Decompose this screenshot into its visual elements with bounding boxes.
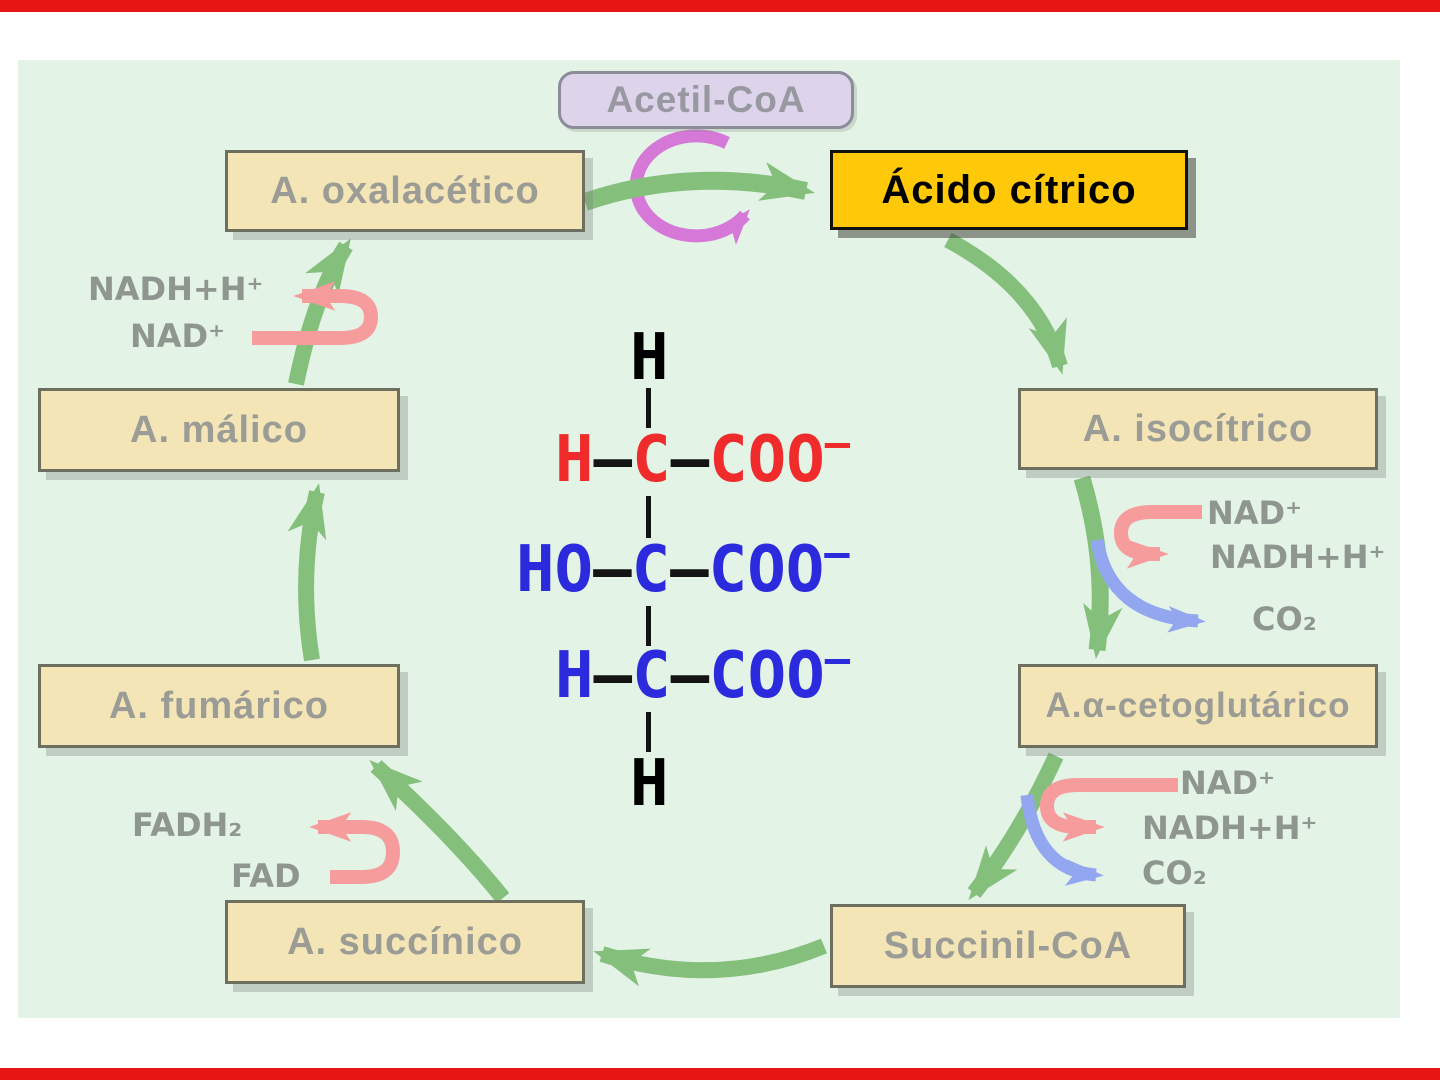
acetil-coa-box: Acetil-CoA xyxy=(558,71,854,129)
malico-nadh-label: NADH+H⁺ xyxy=(88,270,264,308)
bond-h-c: – xyxy=(593,639,633,713)
charge-minus: – xyxy=(824,634,851,683)
group-coo: COO xyxy=(708,533,825,607)
arrow-oxalacetico-to-citrico xyxy=(582,162,815,211)
cetoglutarico-co2-label: CO₂ xyxy=(1142,854,1207,892)
bond-c-coo: – xyxy=(670,423,710,497)
cetoglutarico-co2-arrow xyxy=(1020,794,1104,886)
isocitrico-nad-label: NAD⁺ xyxy=(1207,494,1302,532)
malico-nad-arrow xyxy=(252,281,379,345)
citrate-row-2: HO–C–COO– xyxy=(516,528,850,609)
citrate-bottom-hydrogen: H xyxy=(630,747,669,821)
oxalacetico-box: A. oxalacético xyxy=(225,150,585,232)
isocitrico-box: A. isocítrico xyxy=(1018,388,1378,470)
atom-h: H xyxy=(555,423,594,497)
bond-vertical-2 xyxy=(646,496,651,538)
cetoglutarico-nadh-label: NADH+H⁺ xyxy=(1142,809,1318,847)
isocitrico-co2-label: CO₂ xyxy=(1252,600,1317,638)
oxalacetico-label: A. oxalacético xyxy=(270,169,540,212)
bond-ho-c: – xyxy=(593,533,632,607)
succinico-fad-arrow xyxy=(309,812,401,884)
acetil-coa-label: Acetil-CoA xyxy=(606,79,806,120)
succinico-fad-label: FAD xyxy=(231,857,301,895)
bond-c-coo: – xyxy=(670,639,710,713)
citrate-row-3: H–C–COO– xyxy=(555,634,850,715)
succinico-box: A. succínico xyxy=(225,900,585,984)
succinil-coa-label: Succinil-CoA xyxy=(883,924,1133,967)
bond-c-coo: – xyxy=(670,533,709,607)
malico-label: A. málico xyxy=(130,408,308,451)
citrate-top-hydrogen: H xyxy=(630,321,669,395)
cetoglutarico-nad-arrow xyxy=(1039,778,1178,842)
fumarico-box: A. fumárico xyxy=(38,664,400,748)
acido-citrico-label: Ácido cítrico xyxy=(881,167,1137,212)
atom-c: C xyxy=(632,423,671,497)
malico-nad-label: NAD⁺ xyxy=(130,317,225,355)
arrow-fumarico-to-malico xyxy=(287,483,327,662)
top-red-border xyxy=(0,0,1440,12)
succinico-fadh2-label: FADH₂ xyxy=(132,806,243,844)
arrow-cetoglutarico-to-succinil xyxy=(967,752,1064,901)
arrow-succinil-to-succinico xyxy=(593,938,828,987)
succinico-label: A. succínico xyxy=(287,920,523,963)
atom-c: C xyxy=(631,533,671,607)
isocitrico-co2-arrow xyxy=(1090,538,1206,633)
arrow-malico-to-oxalacetico xyxy=(288,238,353,386)
isocitrico-label: A. isocítrico xyxy=(1082,407,1314,450)
succinil-coa-box: Succinil-CoA xyxy=(830,904,1186,988)
atom-c: C xyxy=(632,639,671,713)
isocitrico-nadh-label: NADH+H⁺ xyxy=(1210,538,1386,576)
fumarico-label: A. fumárico xyxy=(108,684,330,727)
arrow-citrico-to-isocitrico xyxy=(944,232,1068,375)
malico-box: A. málico xyxy=(38,388,400,472)
cetoglutarico-box: A.α-cetoglutárico xyxy=(1018,664,1378,748)
acido-citrico-box: Ácido cítrico xyxy=(830,150,1188,230)
cetoglutarico-label: A.α-cetoglutárico xyxy=(1045,686,1351,725)
bond-vertical-3 xyxy=(646,606,651,646)
cetoglutarico-nad-label: NAD⁺ xyxy=(1180,764,1275,802)
group-ho: HO xyxy=(516,533,594,607)
charge-minus: – xyxy=(824,418,851,467)
charge-minus: – xyxy=(824,528,850,577)
arrow-succinico-to-fumarico xyxy=(369,759,510,903)
bond-h-c: – xyxy=(593,423,633,497)
group-coo: COO xyxy=(709,639,825,713)
bond-vertical-1 xyxy=(646,388,651,428)
isocitrico-nad-arrow xyxy=(1113,505,1202,569)
citrate-row-1: H–C–COO– xyxy=(555,418,850,499)
bottom-red-border xyxy=(0,1068,1440,1080)
atom-h: H xyxy=(555,639,594,713)
bond-vertical-4 xyxy=(646,712,651,752)
group-coo: COO xyxy=(709,423,825,497)
